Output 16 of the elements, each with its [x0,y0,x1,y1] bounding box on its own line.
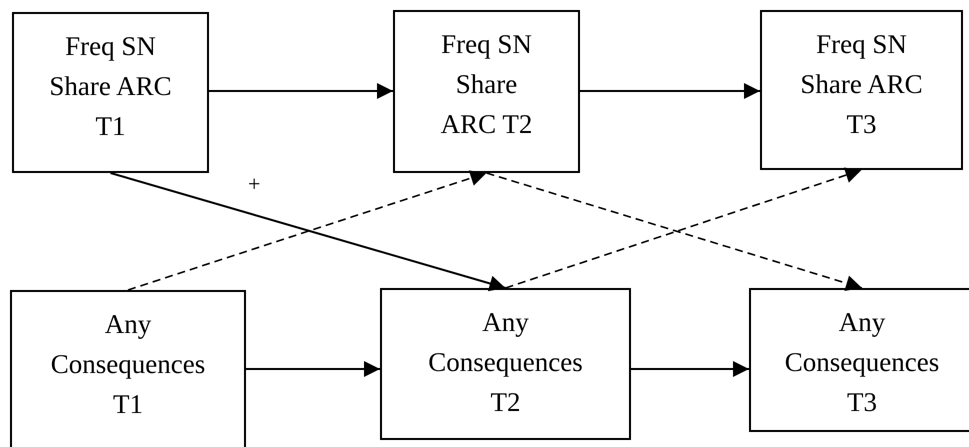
process-box [749,288,969,432]
box-label: Freq SN Share ARC T2 [440,28,534,141]
process-box [393,10,580,173]
box-label: Freq SN Share ARC T3 [799,28,924,141]
arrow [631,361,749,377]
box-label: Any Consequences T3 [784,306,940,419]
box-label: Any Consequences T1 [50,308,206,421]
box-label: Any Consequences T2 [427,306,584,419]
process-box [380,288,631,440]
box-label: Freq SN Share ARC T1 [48,30,173,143]
arrow [246,361,380,377]
process-box [12,12,209,173]
process-box [10,290,246,447]
arrow [580,83,760,99]
process-box [760,10,963,170]
arrow [209,83,393,99]
